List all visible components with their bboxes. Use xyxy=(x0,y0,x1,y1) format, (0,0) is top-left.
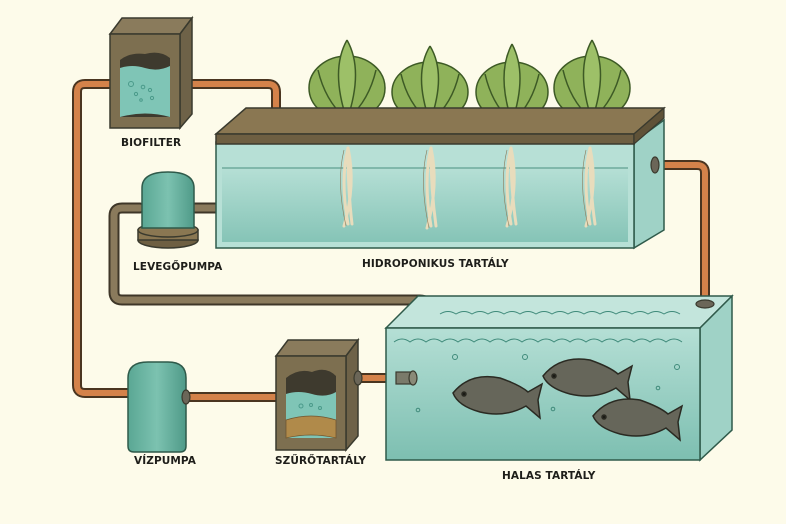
fish-2 xyxy=(542,358,634,402)
pipe-pump-to-biofilter xyxy=(72,79,135,398)
roots-outline xyxy=(340,149,589,229)
label-hydroponic-tank: HIDROPONIKUS TARTÁLY xyxy=(362,258,509,270)
air-pump xyxy=(137,171,199,249)
water-pump xyxy=(127,361,191,453)
fish-3 xyxy=(592,398,684,442)
biofilter xyxy=(108,15,194,131)
fish-tank xyxy=(384,294,734,462)
plant-2 xyxy=(391,45,469,125)
label-fish-tank: HALAS TARTÁLY xyxy=(502,470,596,482)
plants xyxy=(308,39,631,125)
fish xyxy=(452,358,684,442)
hydroponic-tank xyxy=(213,39,667,250)
label-water-pump: VÍZPUMPA xyxy=(134,455,196,467)
label-biofilter: BIOFILTER xyxy=(121,137,182,149)
filter-tank xyxy=(274,337,363,453)
plant-3 xyxy=(475,43,549,125)
roots xyxy=(342,146,597,230)
label-filter-tank: SZŰRŐTARTÁLY xyxy=(275,455,367,467)
water-pipes xyxy=(72,79,710,402)
fish-1 xyxy=(452,375,544,420)
plant-4 xyxy=(553,39,631,123)
label-air-pump: LEVEGŐPUMPA xyxy=(133,261,223,273)
